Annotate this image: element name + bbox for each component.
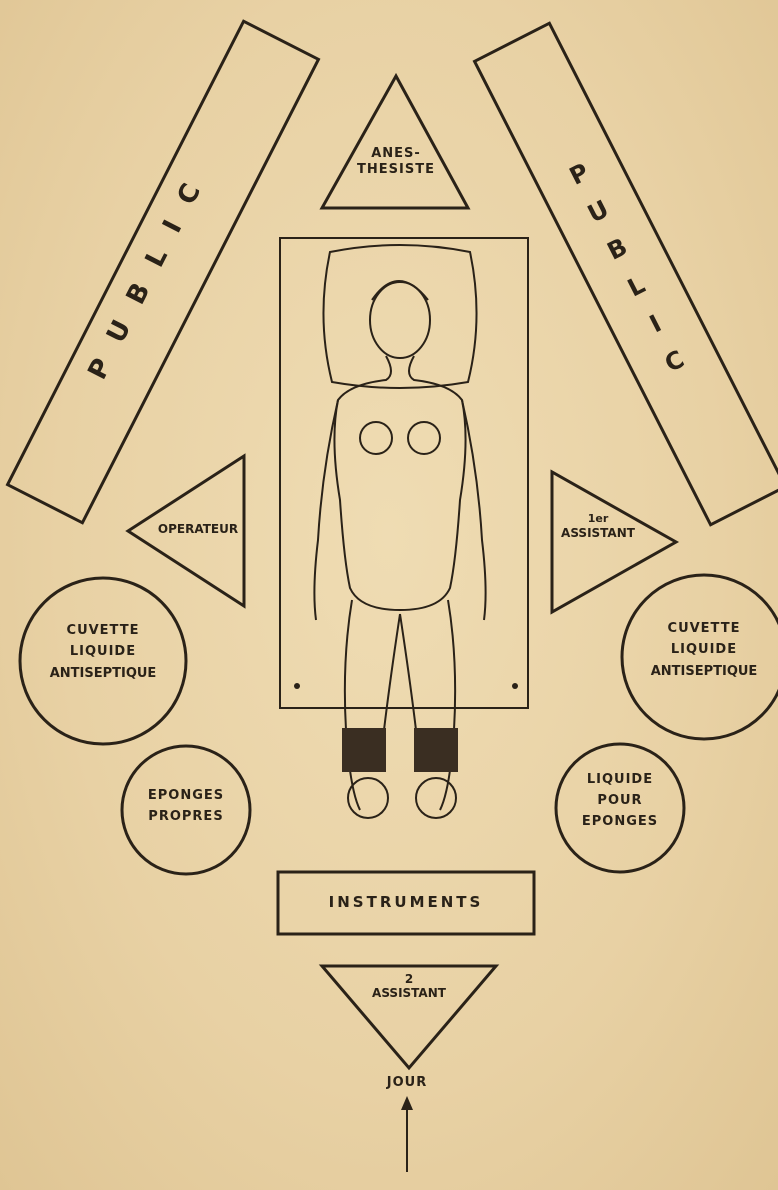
assistant2-label: 2 ASSISTANT	[372, 972, 446, 1001]
instruments-label: INSTRUMENTS	[329, 893, 484, 912]
assistant1-line2: ASSISTANT	[561, 526, 635, 541]
jour-label: JOUR	[387, 1075, 427, 1091]
anesthesiste-triangle	[322, 76, 468, 208]
eponges-propres-line1: EPONGES	[148, 786, 224, 807]
cuvette-left-label: CUVETTE LIQUIDE ANTISEPTIQUE	[50, 620, 157, 684]
anesthesiste-label: ANES- THESISTE	[357, 146, 435, 179]
leg-inner	[384, 614, 416, 730]
foot-right	[416, 778, 456, 818]
liquide-eponges-line3: EPONGES	[582, 812, 658, 833]
anesthesiste-line1: ANES-	[357, 146, 435, 162]
cuvette-right-line2: LIQUIDE	[651, 639, 758, 660]
pillow	[323, 245, 476, 388]
cuvette-right-line1: CUVETTE	[651, 618, 758, 639]
leg-left	[345, 600, 360, 810]
cuvette-left-line3: ANTISEPTIQUE	[50, 663, 157, 684]
breast-left	[360, 422, 392, 454]
assistant1-label: 1er ASSISTANT	[561, 512, 635, 541]
assistant2-line1: 2	[372, 972, 446, 986]
breast-right	[408, 422, 440, 454]
liquide-eponges-line2: POUR	[582, 791, 658, 812]
operateur-label: OPERATEUR	[158, 522, 238, 537]
eponges-propres-label: EPONGES PROPRES	[148, 786, 224, 828]
cuvette-left-line1: CUVETTE	[50, 620, 157, 641]
assistant1-line1: 1er	[561, 512, 635, 526]
cuvette-right-line3: ANTISEPTIQUE	[651, 661, 758, 682]
head	[370, 282, 430, 358]
bandage-left	[342, 728, 386, 772]
table-dot-left	[294, 683, 300, 689]
torso	[334, 356, 465, 610]
jour-arrow-head	[401, 1096, 413, 1110]
assistant2-line2: ASSISTANT	[372, 986, 446, 1000]
bandage-right	[414, 728, 458, 772]
cuvette-right-label: CUVETTE LIQUIDE ANTISEPTIQUE	[651, 618, 758, 682]
foot-left	[348, 778, 388, 818]
liquide-eponges-label: LIQUIDE POUR EPONGES	[582, 770, 658, 832]
liquide-eponges-line1: LIQUIDE	[582, 770, 658, 791]
cuvette-left-line2: LIQUIDE	[50, 641, 157, 662]
eponges-propres-line2: PROPRES	[148, 807, 224, 828]
table-dot-right	[512, 683, 518, 689]
anesthesiste-line2: THESISTE	[357, 162, 435, 178]
patient-figure	[314, 245, 485, 818]
